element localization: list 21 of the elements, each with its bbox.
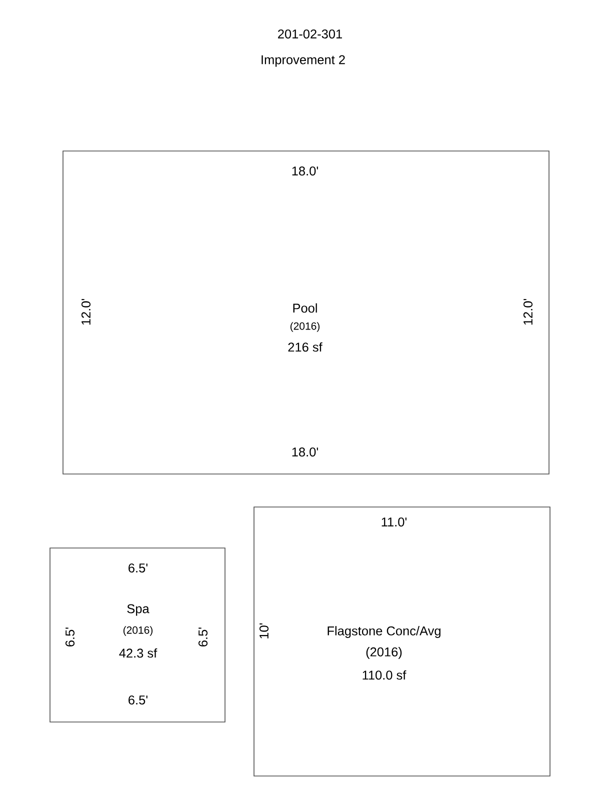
area-name: Pool <box>293 303 317 313</box>
year-built: (2016) <box>123 626 153 636</box>
year-built: (2016) <box>290 322 320 332</box>
dimension-label: 18.0' <box>292 447 318 456</box>
dimension-label: 18.0' <box>292 166 318 176</box>
title: 201-02-301 <box>278 29 342 38</box>
dimension-label: 12.0' <box>523 299 533 325</box>
dimension-label: 6.5' <box>65 628 75 646</box>
area-name: Spa <box>127 604 150 616</box>
subtitle: Improvement 2 <box>262 55 345 67</box>
area-size: 110.0 sf <box>362 670 406 680</box>
dimension-label: 6.5' <box>128 563 148 572</box>
area-name: Flagstone Conc/Avg <box>328 626 440 638</box>
area-size: 42.3 sf <box>119 648 158 658</box>
dimension-label: 6.5' <box>128 695 148 704</box>
dimension-label: 12.0' <box>81 299 91 325</box>
year-built: (2016) <box>366 647 402 659</box>
dimension-label: 6.5' <box>198 628 208 646</box>
dimension-label: 10' <box>259 623 269 638</box>
dimension-label: 11.0' <box>382 517 406 526</box>
area-size: 216 sf <box>288 342 322 352</box>
